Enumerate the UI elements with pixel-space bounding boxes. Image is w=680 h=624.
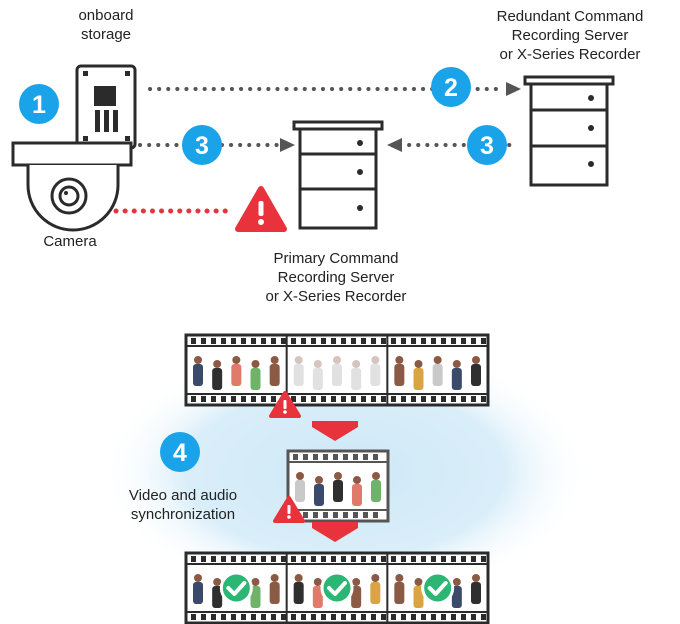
arrow-head (387, 138, 402, 152)
step-badge-3: 3 (182, 125, 222, 165)
film-strips (184, 333, 490, 624)
redundant-server-label: Redundant Command Recording Server or X-… (496, 8, 644, 63)
film-strip-icon (184, 333, 490, 407)
camera-label: Camera (43, 233, 97, 250)
svg-text:2: 2 (444, 74, 458, 102)
arrow-head (506, 82, 521, 96)
down-arrow-icon (312, 522, 358, 542)
check-icon (219, 571, 253, 605)
film-strip-icon (184, 551, 490, 624)
check-icon (320, 571, 354, 605)
server-icon (292, 120, 384, 230)
server-icon (523, 75, 615, 187)
svg-text:1: 1 (32, 91, 46, 119)
step-badge-4: 4 (160, 432, 200, 472)
svg-text:3: 3 (195, 132, 209, 160)
down-arrow-icon (312, 421, 358, 441)
onboard-storage-label: onboard storage (78, 7, 134, 43)
svg-text:4: 4 (173, 439, 187, 467)
svg-text:3: 3 (480, 132, 494, 160)
film-strip-icon (286, 449, 390, 523)
camera-icon (11, 141, 133, 232)
sync-label: Video and audio synchronization (128, 487, 238, 523)
arrow-head (280, 138, 295, 152)
warning-icon (235, 186, 287, 232)
check-icon (421, 571, 455, 605)
step-badge-2: 2 (431, 67, 471, 107)
step-badge-3: 3 (467, 125, 507, 165)
primary-server-label: Primary Command Recording Server or X-Se… (265, 250, 407, 305)
warning-icon (273, 496, 305, 523)
step-badge-1: 1 (19, 84, 59, 124)
warning-icon (269, 391, 301, 418)
